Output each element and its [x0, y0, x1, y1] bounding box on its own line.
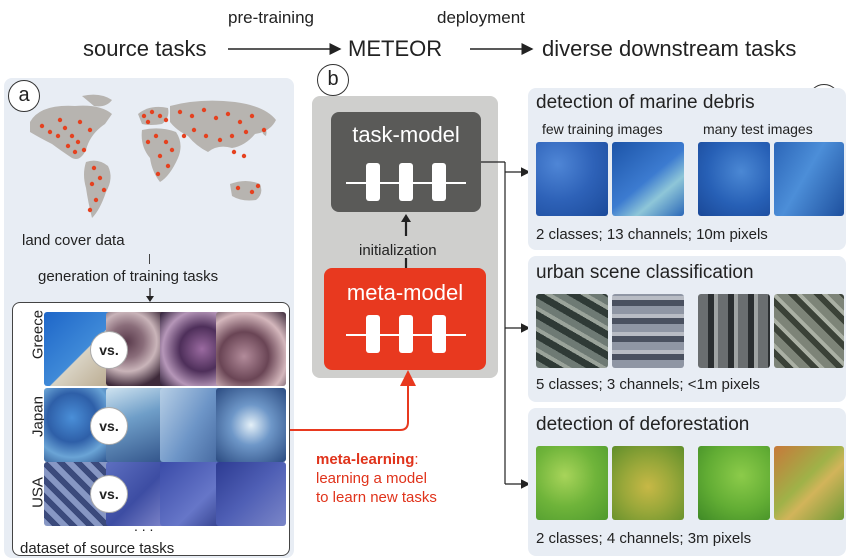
network-layer [399, 163, 413, 201]
initialization-arrow [401, 214, 411, 268]
initialization-label: initialization [359, 242, 437, 259]
meta-learning-line3: to learn new tasks [316, 489, 437, 506]
image-tile [774, 142, 844, 216]
image-tile [536, 142, 608, 216]
image-tile [698, 142, 770, 216]
image-tile [774, 446, 844, 520]
image-tile [612, 294, 684, 368]
meta-learning-caption: meta-learning: learning a model to learn… [316, 450, 437, 507]
pretraining-label: pre-training [228, 8, 314, 27]
network-layer [366, 163, 380, 201]
panel-b-label: b [317, 64, 349, 96]
network-layer [432, 315, 446, 353]
meteor-label: METEOR [348, 36, 443, 61]
task-title: detection of deforestation [536, 414, 750, 435]
land-cover-label: land cover data [22, 232, 125, 249]
meta-learning-line2: learning a model [316, 470, 427, 487]
generation-arrow [146, 288, 154, 302]
image-tile [774, 294, 844, 368]
image-tile [698, 446, 770, 520]
image-tile [612, 142, 684, 216]
task-title: urban scene classification [536, 262, 754, 283]
meta-learning-arrow [290, 370, 416, 431]
vs-badge: vs. [90, 407, 128, 445]
image-tile [216, 312, 286, 386]
task-title: detection of marine debris [536, 92, 755, 113]
world-map [30, 94, 276, 218]
task-model-label: task-model [352, 122, 460, 147]
vs-badge: vs. [90, 331, 128, 369]
image-tile [536, 446, 608, 520]
task-footer: 5 classes; 3 channels; <1m pixels [536, 376, 760, 393]
connector-line [149, 254, 150, 264]
task-footer: 2 classes; 4 channels; 3m pixels [536, 530, 752, 547]
network-layer [399, 315, 413, 353]
image-tile [216, 388, 286, 462]
meta-learning-term: meta-learning [316, 451, 415, 468]
sample-points [39, 107, 267, 213]
deployment-label: deployment [437, 8, 525, 27]
panel-a-label: a [8, 80, 40, 112]
downstream-tasks-label: diverse downstream tasks [542, 36, 797, 61]
image-tile [536, 294, 608, 368]
many-test-label: many test images [703, 121, 813, 137]
image-tile [698, 294, 770, 368]
top-arrows [228, 43, 534, 55]
generation-label: generation of training tasks [38, 268, 219, 285]
meta-learning-colon: : [414, 451, 419, 468]
network-layer [366, 315, 380, 353]
task-footer: 2 classes; 13 channels; 10m pixels [536, 226, 768, 243]
network-layer [432, 163, 446, 201]
few-training-label: few training images [542, 121, 663, 137]
vs-badge: vs. [90, 475, 128, 513]
dataset-label: dataset of source tasks [20, 540, 175, 557]
source-tasks-label: source tasks [83, 36, 207, 61]
image-tile [612, 446, 684, 520]
meta-model-label: meta-model [346, 280, 464, 305]
image-tile [216, 462, 286, 526]
dots: . . . [134, 518, 154, 534]
